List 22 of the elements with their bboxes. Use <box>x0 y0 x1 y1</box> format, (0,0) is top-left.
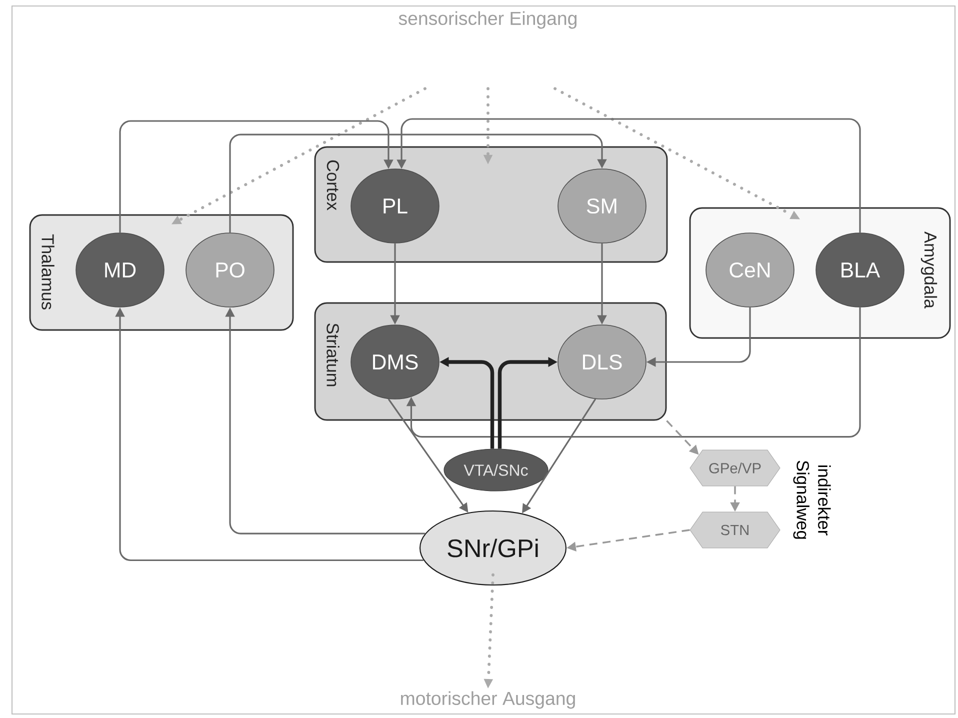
arrow <box>172 87 426 224</box>
nucleus-hexagon: STN <box>690 512 780 548</box>
nucleus-oval: PO <box>186 232 274 308</box>
nucleus-hexagon: GPe/VP <box>690 450 780 486</box>
nucleus-oval: DLS <box>558 324 646 400</box>
arrow <box>554 87 800 220</box>
nucleus-oval: PL <box>350 168 440 244</box>
nucleus-oval: DMS <box>350 324 440 400</box>
nucleus-oval: BLA <box>816 232 904 308</box>
arrow <box>406 307 861 438</box>
pathway-label: indirekter Signalweg <box>793 460 831 539</box>
flow-text: sensorischer Eingang <box>398 11 576 29</box>
arrow <box>483 87 493 164</box>
nucleus-oval: SM <box>558 168 646 244</box>
nucleus-oval: MD <box>76 232 164 308</box>
arrow <box>119 120 394 233</box>
nucleus-oval: VTA/SNc <box>444 448 548 492</box>
nucleus-oval: CeN <box>706 232 794 308</box>
output-oval: SNr/GPi <box>419 510 567 586</box>
arrow <box>484 573 494 688</box>
flow-text: motorischer Ausgang <box>401 691 575 709</box>
arrow <box>229 134 607 233</box>
